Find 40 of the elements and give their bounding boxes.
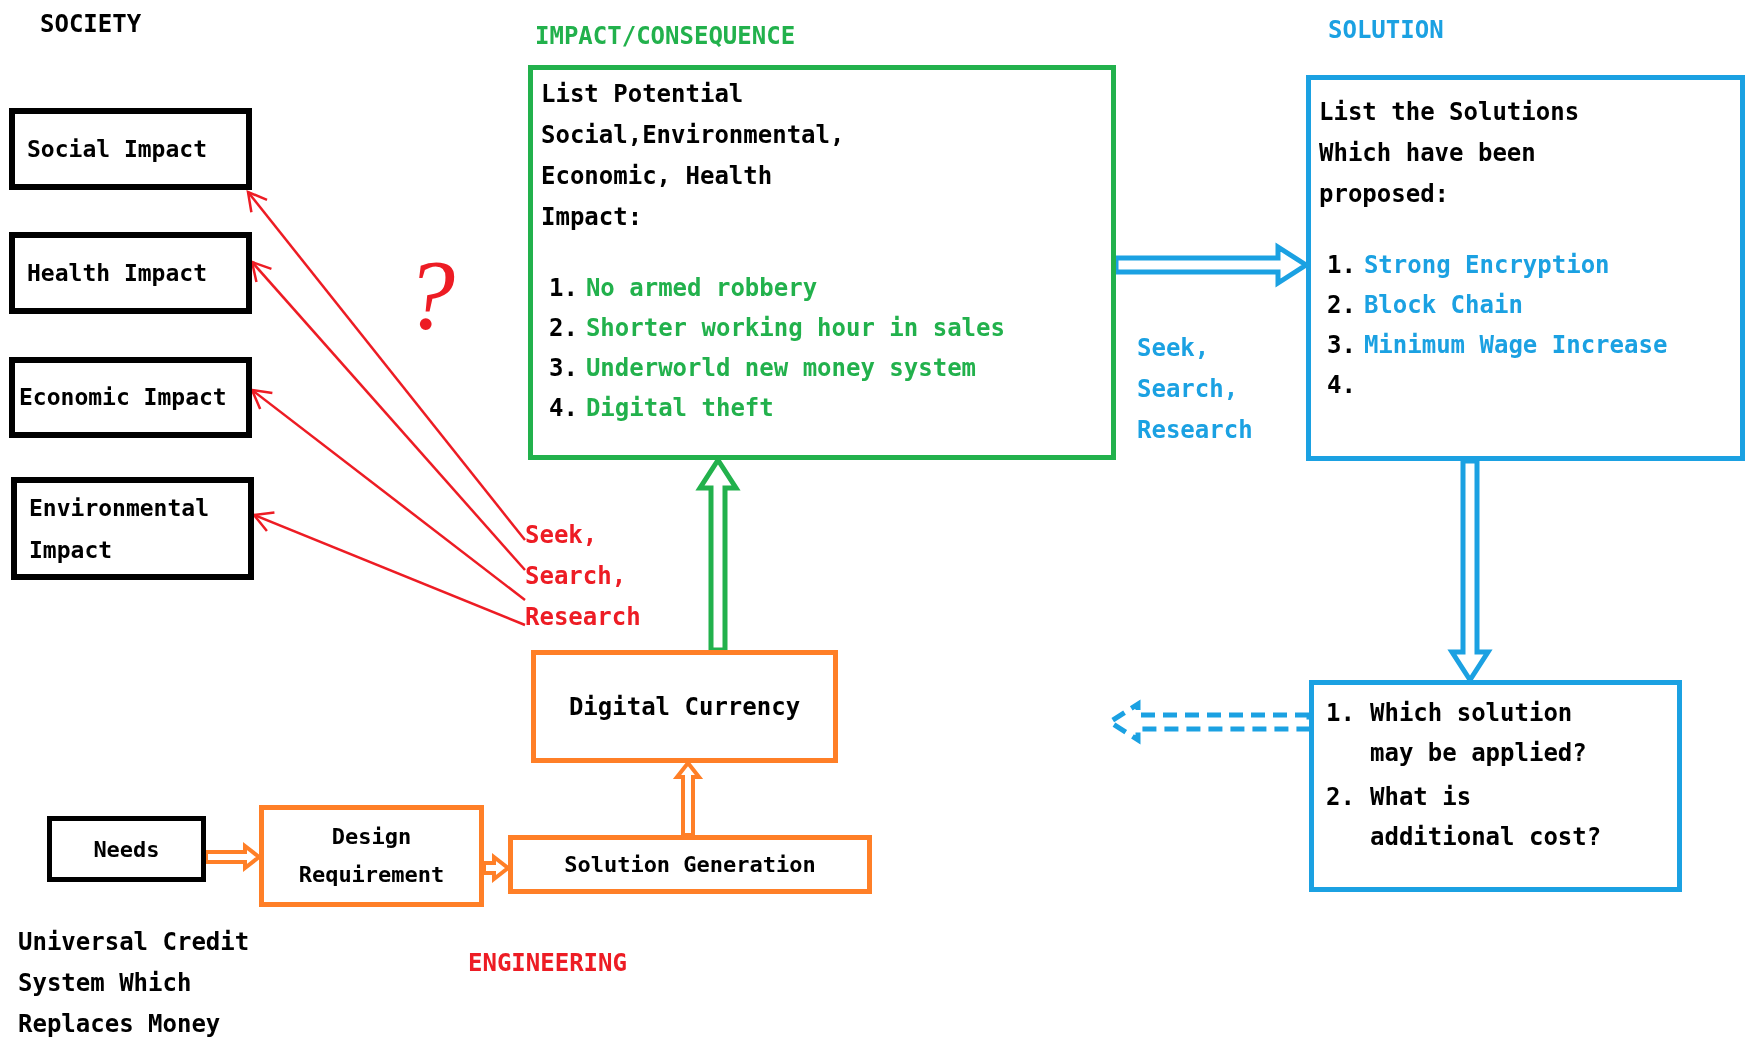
list-item: 4. Digital theft <box>549 393 775 424</box>
list-item: 1. Strong Encryption <box>1327 250 1611 281</box>
label-box <box>508 835 872 894</box>
label-box <box>9 232 252 314</box>
label-box <box>259 805 484 907</box>
annotation-text: Universal Credit System Which Replaces Money <box>18 927 251 1040</box>
box-label: Solution Generation <box>564 851 816 879</box>
box-label: Social Impact <box>27 134 208 164</box>
label-box <box>9 357 252 438</box>
list-item: 2. Shorter working hour in sales <box>549 313 1006 344</box>
annotation-text: SOCIETY <box>40 9 143 40</box>
list-item: 3. Minimum Wage Increase <box>1327 330 1669 361</box>
annotation-text: Seek, Search, Research <box>1137 333 1254 446</box>
annotation-text: SOLUTION <box>1328 15 1445 46</box>
label-box <box>47 816 206 882</box>
text-panel <box>528 65 1116 460</box>
label-box <box>531 650 838 763</box>
box-label: Needs <box>93 835 160 864</box>
list-item: 1. Which solution may be applied? <box>1326 698 1588 769</box>
text-panel <box>1309 680 1682 892</box>
box-label: Digital Currency <box>568 691 801 723</box>
box-label: Economic Impact <box>19 383 228 413</box>
box-label: Seek, Search, Research <box>525 520 642 633</box>
annotation-text: IMPACT/CONSEQUENCE <box>535 21 797 52</box>
list-item: 1. No armed robbery <box>549 273 819 304</box>
box-label: Design Requirement <box>297 823 446 889</box>
box-label: Health Impact <box>27 258 208 288</box>
annotation-text: ENGINEERING <box>468 948 628 979</box>
panel-heading: List the Solutions Which have been proposed: <box>1319 97 1581 210</box>
list-item: 4. <box>1327 370 1357 401</box>
text-panel <box>1306 75 1745 461</box>
label-box <box>11 477 254 580</box>
panel-heading: List Potential Social,Environmental, Economic, Health Impact: <box>541 79 846 233</box>
list-item: 2. What is additional cost? <box>1326 782 1603 853</box>
question-mark: ? <box>405 245 456 345</box>
box-label: Environmental Impact <box>29 493 210 565</box>
arrow <box>246 190 526 541</box>
list-item: 2. Block Chain <box>1327 290 1524 321</box>
list-item: 3. Underworld new money system <box>549 353 978 384</box>
label-box <box>9 108 252 190</box>
